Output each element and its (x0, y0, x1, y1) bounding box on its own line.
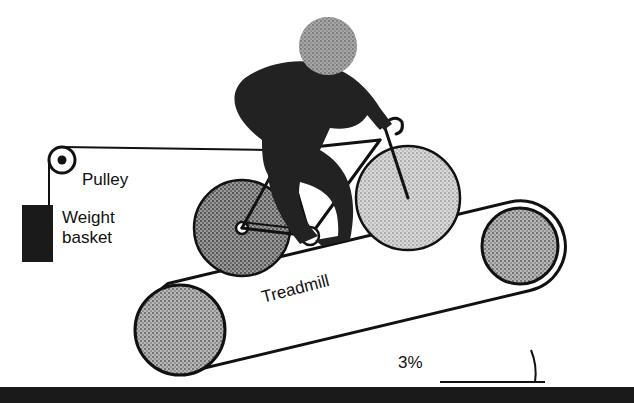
rider-silhouette (234, 61, 392, 246)
pulley-axle (58, 156, 67, 165)
angle-arc (531, 350, 536, 382)
grade-label: 3% (398, 353, 423, 373)
weight-basket (22, 205, 53, 262)
angle-baseline (440, 381, 545, 383)
pull-cord (62, 147, 268, 150)
part-label: Pulley (82, 170, 128, 190)
pulley-wheel (49, 147, 75, 173)
part-label: Weight basket (62, 208, 132, 249)
ground-bar (0, 387, 634, 403)
rear-roller (135, 285, 225, 375)
front-roller (482, 208, 558, 284)
rider-head (299, 17, 357, 75)
